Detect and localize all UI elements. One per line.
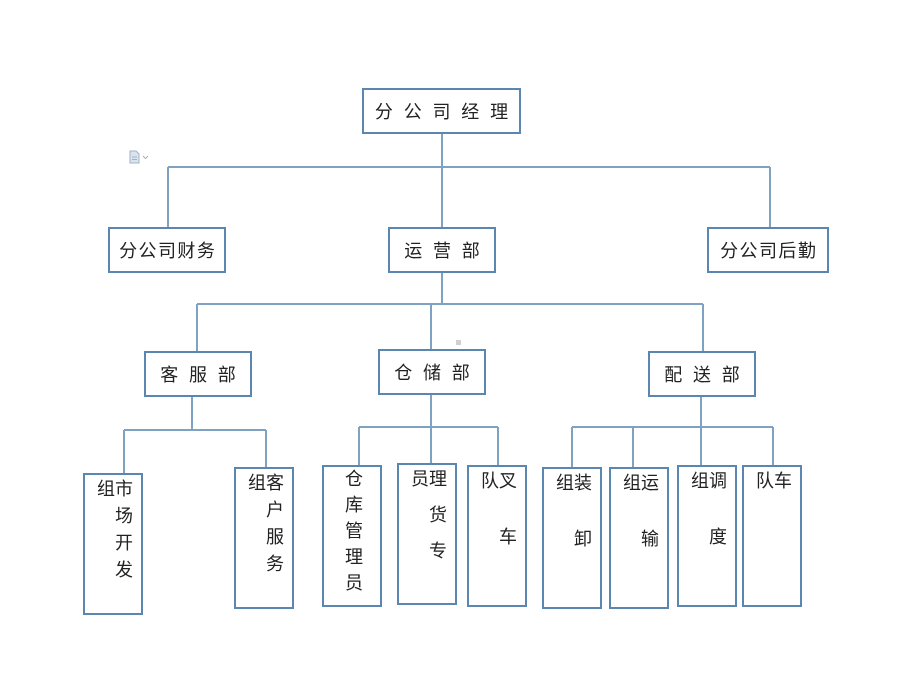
fleet-node: 车队 xyxy=(742,465,802,607)
operations-node: 运营部 xyxy=(388,227,496,273)
selection-handle-dot xyxy=(456,340,461,345)
storage-dept-label: 仓储部 xyxy=(394,363,481,384)
loading-node: 装卸组 xyxy=(542,467,602,609)
root-label: 分公司经理 xyxy=(374,102,519,123)
dispatch-node: 调度组 xyxy=(677,465,737,607)
finance-node: 分公司财务 xyxy=(108,227,226,273)
forklift-node: 叉车队 xyxy=(467,465,527,607)
forklift-label: 叉车队 xyxy=(478,471,517,583)
warehouse-mgr-node: 仓库管理员 xyxy=(322,465,382,607)
finance-label: 分公司财务 xyxy=(119,241,217,262)
market-dev-node: 市场开发组 xyxy=(83,473,143,615)
transport-node: 运输组 xyxy=(609,467,669,609)
fleet-label: 车队 xyxy=(753,471,792,583)
root-node: 分公司经理 xyxy=(362,88,521,134)
transport-label: 运输组 xyxy=(620,473,659,585)
market-dev-label: 市场开发组 xyxy=(94,479,133,587)
customer-service-label: 客户服务组 xyxy=(245,473,284,581)
logistics-support-node: 分公司后勤 xyxy=(707,227,829,273)
loading-label: 装卸组 xyxy=(553,473,592,585)
customer-dept-label: 客服部 xyxy=(160,365,247,386)
cargo-clerk-node: 理货专员 xyxy=(397,463,457,605)
storage-dept-node: 仓储部 xyxy=(378,349,486,395)
logistics-support-label: 分公司后勤 xyxy=(720,241,818,262)
dispatch-label: 调度组 xyxy=(688,471,727,583)
document-dropdown-icon[interactable] xyxy=(128,149,150,164)
operations-label: 运营部 xyxy=(404,241,491,262)
warehouse-mgr-label: 仓库管理员 xyxy=(342,469,363,599)
delivery-dept-label: 配送部 xyxy=(664,365,751,386)
delivery-dept-node: 配送部 xyxy=(648,351,756,397)
customer-dept-node: 客服部 xyxy=(144,351,252,397)
cargo-clerk-label: 理货专员 xyxy=(408,469,447,577)
customer-service-node: 客户服务组 xyxy=(234,467,294,609)
